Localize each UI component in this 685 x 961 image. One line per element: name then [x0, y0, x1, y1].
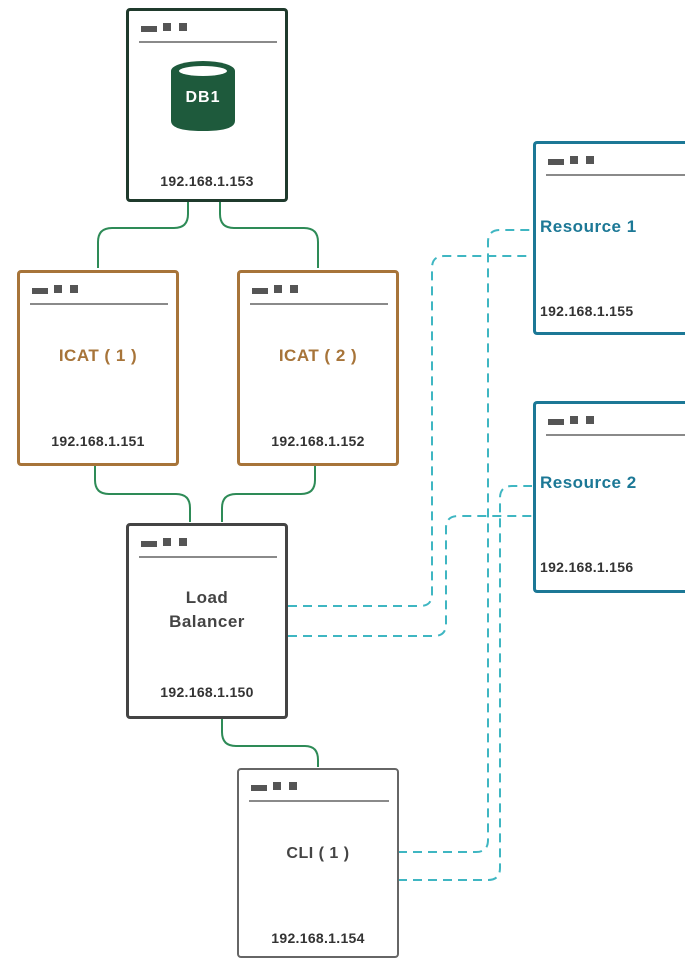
window-titlebar	[129, 526, 285, 558]
database-icon: DB1	[167, 59, 239, 133]
icat2-label: ICAT ( 2 )	[278, 346, 358, 365]
window-titlebar	[536, 404, 685, 436]
link-cli1-resource2	[398, 485, 532, 881]
link-icat2-lb	[221, 466, 316, 522]
resource1-label: Resource 1	[540, 217, 637, 236]
resource1-node[interactable]: Resource 1 192.168.1.155	[533, 141, 685, 335]
window-titlebar	[240, 273, 396, 305]
cli1-node[interactable]: CLI ( 1 ) 192.168.1.154	[237, 768, 399, 958]
link-cli1-resource1	[398, 229, 532, 853]
load-balancer-label-line2: Balancer	[169, 612, 245, 631]
link-lb-cli1	[221, 719, 319, 767]
link-db1-icat2	[219, 200, 319, 268]
icat2-node[interactable]: ICAT ( 2 ) 192.168.1.152	[237, 270, 399, 466]
window-titlebar	[239, 770, 397, 802]
link-lb-resource2	[288, 515, 532, 637]
link-db1-icat1	[97, 200, 189, 268]
cli1-label: CLI ( 1 )	[286, 845, 350, 862]
icat1-label: ICAT ( 1 )	[58, 346, 138, 365]
db1-ip: 192.168.1.153	[160, 173, 254, 189]
db1-label: DB1	[185, 89, 221, 106]
icat1-node[interactable]: ICAT ( 1 ) 192.168.1.151	[17, 270, 179, 466]
window-titlebar	[20, 273, 176, 305]
resource1-ip: 192.168.1.155	[540, 303, 634, 319]
cli1-ip: 192.168.1.154	[271, 930, 365, 946]
window-titlebar	[129, 11, 285, 43]
icat1-ip: 192.168.1.151	[51, 433, 145, 449]
resource2-ip: 192.168.1.156	[540, 559, 634, 575]
load-balancer-ip: 192.168.1.150	[160, 684, 254, 700]
load-balancer-label-line1: Load	[185, 588, 229, 607]
resource2-label: Resource 2	[540, 473, 637, 492]
link-icat1-lb	[94, 466, 191, 522]
link-lb-resource1	[288, 255, 532, 607]
icat2-ip: 192.168.1.152	[271, 433, 365, 449]
resource2-node[interactable]: Resource 2 192.168.1.156	[533, 401, 685, 593]
window-titlebar	[536, 144, 685, 176]
load-balancer-node[interactable]: Load Balancer 192.168.1.150	[126, 523, 288, 719]
db1-node[interactable]: DB1 192.168.1.153	[126, 8, 288, 202]
